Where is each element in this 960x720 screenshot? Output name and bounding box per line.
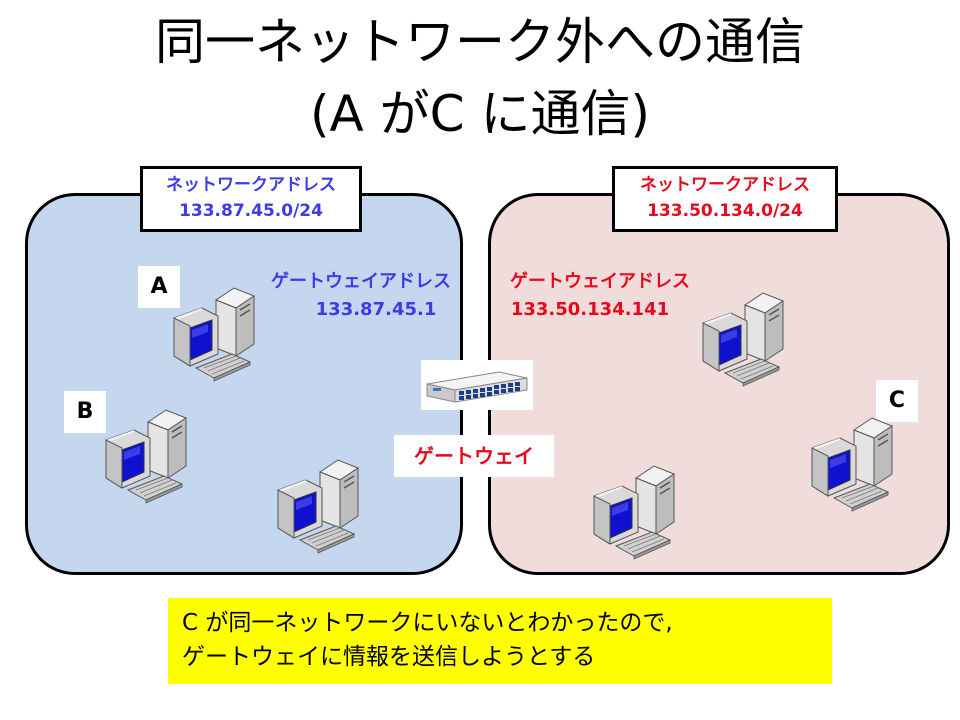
network-address-label: ネットワークアドレス: [640, 175, 810, 195]
network-address-value: 133.87.45.0/24: [179, 201, 323, 221]
explanation-note: C が同一ネットワークにいないとわかったので, ゲートウェイに情報を送信しようと…: [168, 598, 832, 684]
network-right-area: [488, 193, 950, 575]
gateway-address-value: 133.50.134.141: [510, 299, 670, 320]
computer-icon-a: [173, 287, 255, 382]
note-line: C が同一ネットワークにいないとわかったので,: [182, 610, 673, 636]
host-label-c: C: [876, 380, 918, 422]
gateway-address-left: ゲートウェイアドレス 133.87.45.1: [256, 268, 466, 324]
network-switch-icon: [426, 371, 528, 403]
gateway-label: ゲートウェイ: [394, 435, 554, 477]
network-left-area: [25, 193, 463, 575]
network-address-box-left: ネットワークアドレス 133.87.45.0/24: [140, 166, 362, 232]
computer-icon: [593, 465, 675, 560]
gateway-address-label: ゲートウェイアドレス: [510, 271, 690, 292]
gateway-box: [421, 360, 533, 410]
computer-icon-b: [105, 409, 187, 504]
network-address-label: ネットワークアドレス: [166, 175, 336, 195]
note-line: ゲートウェイに情報を送信しようとする: [182, 644, 596, 670]
network-address-value: 133.50.134.0/24: [647, 201, 803, 221]
computer-icon: [702, 292, 784, 387]
page-subtitle: (A がC に通信): [310, 85, 650, 143]
gateway-address-value: 133.87.45.1: [315, 299, 437, 320]
computer-icon: [277, 459, 359, 554]
gateway-address-right: ゲートウェイアドレス 133.50.134.141: [497, 268, 703, 324]
host-label-a: A: [138, 266, 180, 308]
network-address-box-right: ネットワークアドレス 133.50.134.0/24: [612, 166, 838, 232]
gateway-address-label: ゲートウェイアドレス: [271, 271, 451, 292]
host-label-b: B: [64, 391, 106, 433]
page-title: 同一ネットワーク外への通信: [155, 13, 805, 71]
computer-icon-c: [811, 417, 893, 512]
